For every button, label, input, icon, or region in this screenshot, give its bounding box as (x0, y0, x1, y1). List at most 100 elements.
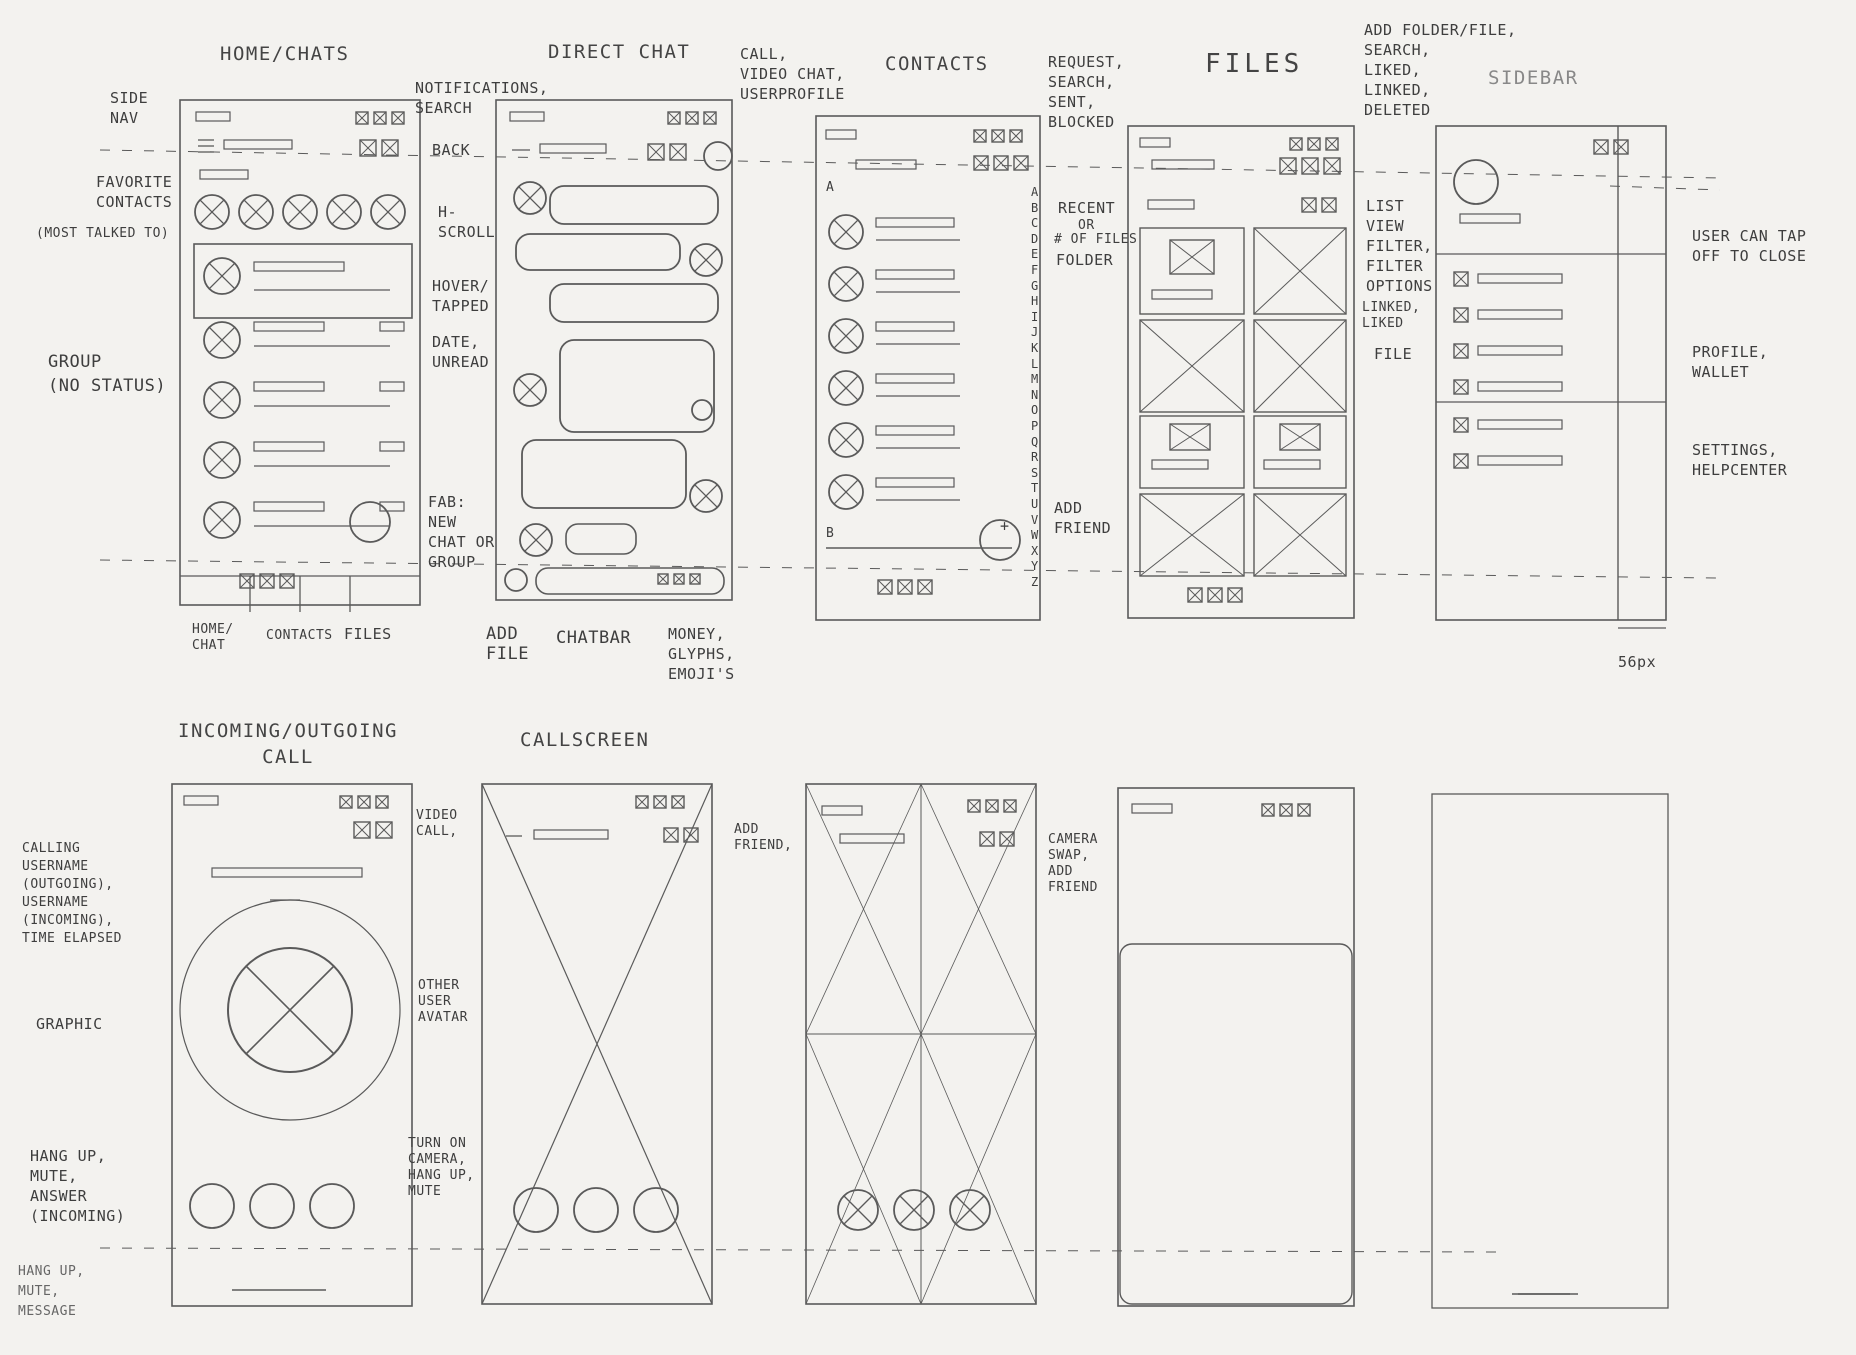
note-user-tap-off: USER CAN TAP OFF TO CLOSE (1692, 227, 1807, 265)
alphabet-letter[interactable]: P (1031, 419, 1039, 433)
call-action-button (189, 1183, 235, 1229)
phone-bottom-sheet (1117, 787, 1355, 1307)
note-chatbar: CHATBAR (556, 628, 632, 648)
contact-name (875, 321, 955, 332)
chat-date (379, 501, 405, 512)
file-action-icons (1323, 157, 1341, 175)
chatbar-icons-x (657, 573, 669, 585)
typing-bubble (565, 523, 637, 555)
note-hangup-mute-answer: HANG UP, MUTE, ANSWER (INCOMING) (30, 1147, 126, 1225)
file-action-icons-x (1301, 157, 1319, 175)
alphabet-letter[interactable]: X (1031, 543, 1039, 558)
note-h-scroll: H- SCROLL (438, 203, 496, 241)
note-request-search: REQUEST, SEARCH, SENT, BLOCKED (1048, 53, 1125, 131)
fav-avatar-x (287, 199, 313, 225)
phone-blank (1431, 793, 1669, 1309)
alphabet-letter[interactable]: O (1031, 403, 1039, 418)
chat-date (379, 321, 405, 332)
alphabet-letter[interactable]: U (1031, 497, 1039, 511)
swap-icons-x (999, 831, 1015, 847)
participant-avatar-x (955, 1195, 985, 1225)
alphabet-letter[interactable]: L (1031, 356, 1039, 371)
note-contacts-tab: CONTACTS (266, 628, 333, 643)
bottom-sheet (1119, 943, 1353, 1305)
alphabet-letter[interactable]: K (1031, 341, 1039, 355)
list-filter-icons (1321, 197, 1337, 213)
phone-sidebar (1435, 125, 1667, 621)
alphabet-letter[interactable]: T (1031, 481, 1039, 496)
folder-card (1139, 227, 1245, 315)
bottom-nav-icons (897, 579, 913, 595)
chat-name (253, 381, 325, 392)
alphabet-letter[interactable]: Q (1031, 434, 1039, 449)
alphabet-letter[interactable]: N (1031, 387, 1039, 402)
bottom-nav-icons-x (897, 579, 913, 595)
file-card (1253, 493, 1347, 577)
alphabet-letter[interactable]: M (1031, 372, 1039, 387)
alphabet-letter[interactable]: H (1031, 294, 1039, 309)
folder-thumb (1169, 239, 1215, 275)
folder-card (1139, 415, 1245, 489)
bottom-nav-icons-x (1227, 587, 1243, 603)
bottom-nav-icons-x (1187, 587, 1203, 603)
status-icons (375, 795, 389, 809)
bottom-nav-icons (279, 573, 295, 589)
alphabet-letter[interactable]: C (1031, 216, 1039, 231)
alphabet-letter[interactable]: W (1031, 528, 1039, 543)
alphabet-letter[interactable]: J (1031, 325, 1039, 340)
add-friend-icons-x (663, 827, 679, 843)
alphabet-letter[interactable]: G (1031, 278, 1039, 293)
status-icons-x (991, 129, 1005, 143)
sidebar-item-icon-x (1453, 343, 1469, 359)
status-icons-x (1289, 137, 1303, 151)
sidebar-item-icon (1453, 343, 1469, 359)
alphabet-letter[interactable]: F (1031, 263, 1039, 277)
add-friend-fab-glyph[interactable]: + (1000, 517, 1010, 535)
note-profile-wallet: PROFILE, WALLET (1692, 343, 1769, 381)
note-or: OR (1078, 218, 1095, 233)
title-incoming-outgoing-call: INCOMING/OUTGOING CALL (178, 720, 398, 768)
alphabet-letter[interactable]: Y (1031, 559, 1039, 574)
status-icons (703, 111, 717, 125)
status-icons-x (357, 795, 371, 809)
swap-icons (979, 831, 995, 847)
bottom-nav-icons-x (279, 573, 295, 589)
alphabet-letter[interactable]: Z (1031, 575, 1039, 589)
phone-callscreen (481, 783, 713, 1305)
chat-avatar (203, 381, 241, 419)
bubble-avatar (689, 479, 723, 513)
alphabet-letter[interactable]: V (1031, 512, 1039, 527)
video-icons (353, 821, 371, 839)
alphabet-letter[interactable]: D (1031, 231, 1039, 246)
contact-name (875, 373, 955, 384)
note-add-friend-call: ADD FRIEND, (734, 822, 793, 853)
note-turn-on-camera: TURN ON CAMERA, HANG UP, MUTE (408, 1136, 475, 1199)
file-action-icons-x (1323, 157, 1341, 175)
contact-name (875, 217, 955, 228)
sidebar-item-label (1477, 345, 1563, 356)
calling-username (211, 867, 363, 878)
alphabet-letter[interactable]: A (1031, 185, 1039, 199)
status-icons (653, 795, 667, 809)
status-icons-x (973, 129, 987, 143)
alphabet-letter[interactable]: E (1031, 247, 1039, 262)
fab-new-chat (349, 501, 391, 543)
status-pill (195, 111, 231, 122)
alphabet-letter[interactable]: S (1031, 465, 1039, 480)
alphabet-letter[interactable]: B (1031, 200, 1039, 215)
status-icons (1261, 803, 1275, 817)
folder-thumb (1279, 423, 1321, 451)
alphabet-letter[interactable]: R (1031, 450, 1039, 465)
contact-avatar-x (833, 375, 859, 401)
status-icons-x (1325, 137, 1339, 151)
chatbar-icons (657, 573, 669, 585)
bubble-right (549, 185, 719, 225)
bottom-nav-icons-x (917, 579, 933, 595)
call-icons-x (669, 143, 687, 161)
add-friend-icons (683, 827, 699, 843)
title-files: FILES (1205, 49, 1304, 79)
list-filter-icons-x (1321, 197, 1337, 213)
fav-avatar (282, 194, 318, 230)
alphabet-letter[interactable]: I (1031, 309, 1039, 324)
